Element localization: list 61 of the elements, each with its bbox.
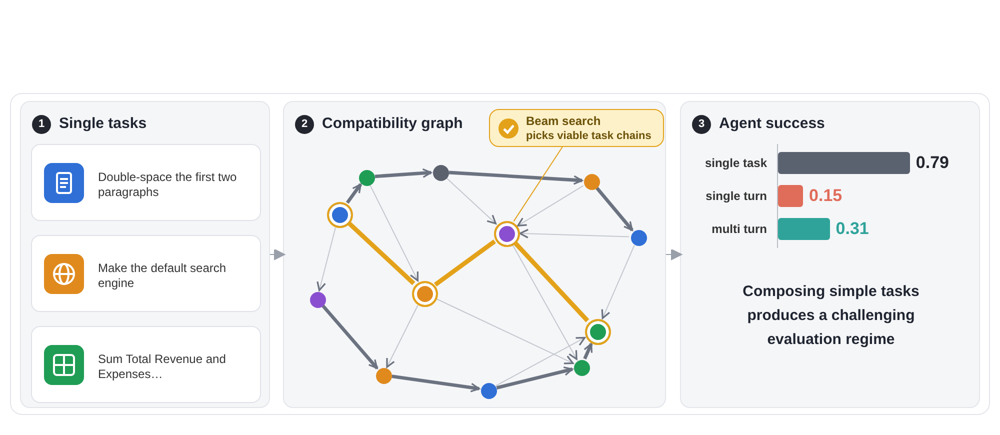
panel-heading: Agent success (719, 115, 825, 132)
highlighted-graph-node (585, 319, 611, 345)
value-label: 0.31 (836, 219, 869, 239)
arrow (519, 228, 630, 238)
graph-node (584, 174, 600, 190)
arrow (270, 248, 285, 260)
task-description: Make the default search engine (98, 261, 228, 291)
graph-node (310, 292, 326, 308)
axis-label: multi turn (712, 222, 767, 236)
arrow (448, 170, 583, 185)
task-card (31, 144, 261, 221)
arrow (496, 366, 574, 390)
arrow (583, 343, 593, 360)
arrow (512, 244, 578, 360)
arrow (666, 248, 682, 260)
callout-title: Beam search (526, 114, 601, 128)
arrow (370, 184, 418, 282)
arrow (386, 305, 418, 368)
task-card (31, 235, 261, 312)
panel (680, 101, 980, 408)
axis-label: single turn (706, 189, 767, 203)
arrow (601, 244, 635, 319)
callout-box (489, 109, 664, 147)
arrow (374, 168, 432, 178)
graph-node (481, 383, 497, 399)
arrow (436, 298, 574, 364)
chain-line (348, 222, 416, 286)
value-label: 0.79 (916, 153, 950, 173)
graph-node (631, 230, 647, 246)
arrow (495, 336, 586, 386)
task-description: Double-space the first two paragraphs (98, 170, 238, 200)
highlighted-graph-node (412, 281, 438, 307)
task-description: Sum Total Revenue and Expenses… (98, 352, 227, 382)
chain-line (514, 242, 590, 322)
step-number: 3 (692, 115, 711, 134)
value-label: 0.15 (809, 186, 842, 206)
panel (283, 101, 666, 408)
highlighted-graph-node (494, 221, 520, 247)
graph-node (359, 170, 375, 186)
arrow (517, 185, 584, 226)
summary-text: Composing simple tasks produces a challenging evaluation regime (742, 282, 920, 350)
task-card (31, 326, 261, 403)
graph-node (376, 368, 392, 384)
graph-node (574, 360, 590, 376)
step-number: 1 (32, 115, 51, 134)
arrow (596, 186, 634, 232)
arrow (316, 227, 336, 292)
graph-node (433, 165, 449, 181)
panel (20, 101, 270, 408)
arrow (446, 178, 496, 224)
highlighted-graph-node (327, 202, 353, 228)
chain-line (434, 239, 496, 287)
axis-label: single task (704, 156, 767, 170)
step-number: 2 (295, 115, 314, 134)
callout-text: picks viable task chains (526, 130, 652, 142)
leader-line (513, 146, 564, 222)
arrow (322, 304, 378, 370)
panel-heading: Single tasks (59, 115, 147, 132)
arrow (346, 183, 362, 204)
panel-heading: Compatibility graph (322, 115, 463, 132)
arrow (392, 374, 480, 392)
